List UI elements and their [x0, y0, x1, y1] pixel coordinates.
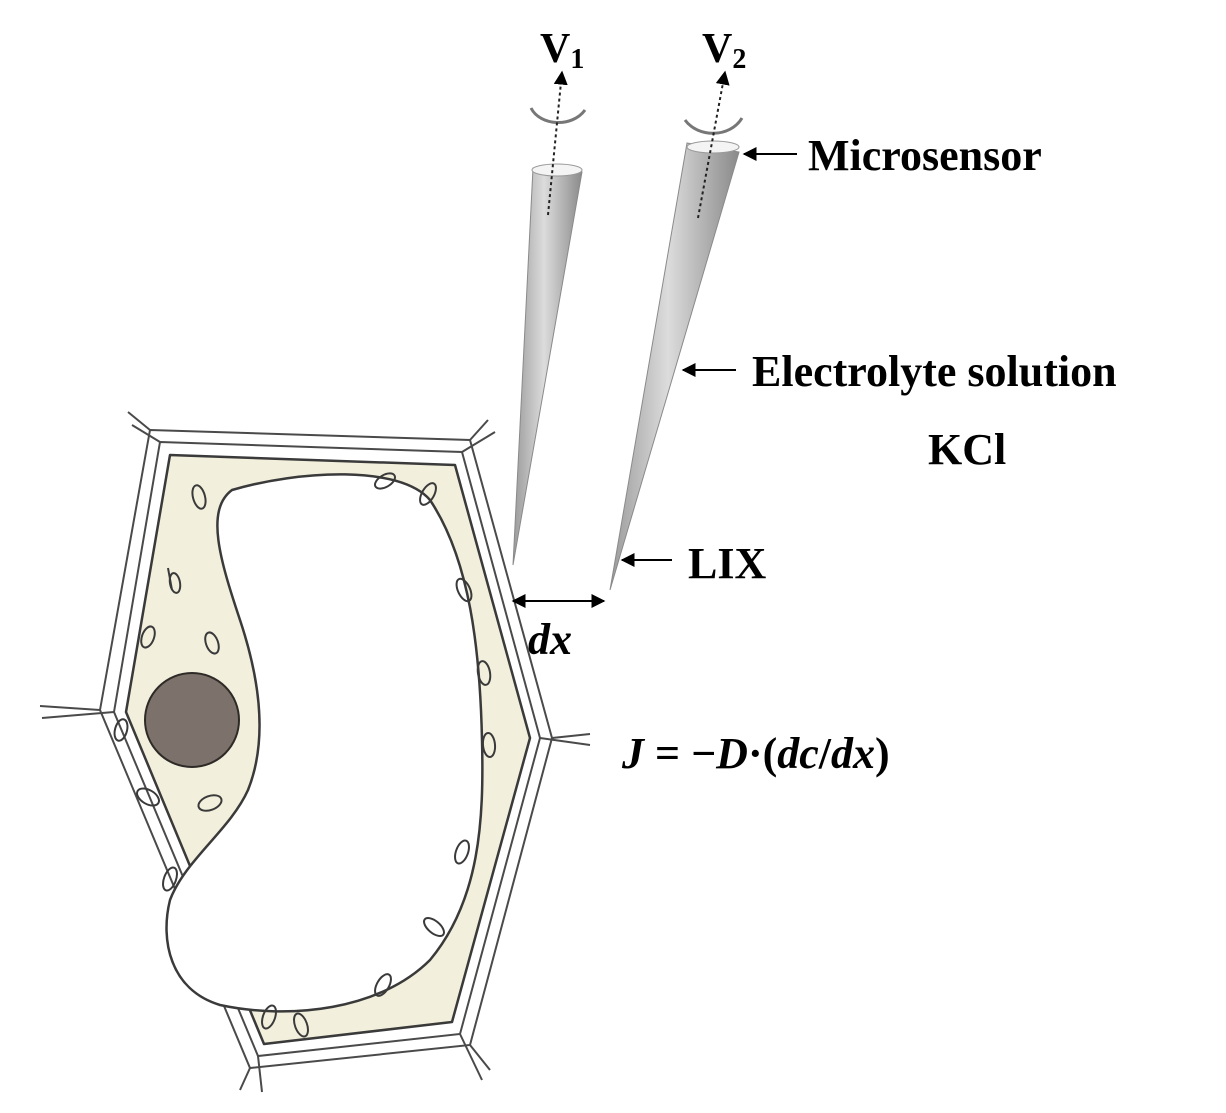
wall-junctions	[39, 411, 591, 1093]
v1-label: V1	[540, 26, 585, 75]
electrode-2-top	[686, 140, 740, 154]
dx-label: dx	[528, 615, 572, 664]
eq-dx: dx	[831, 729, 876, 778]
electrode-2-holder	[683, 117, 744, 135]
lix-label: LIX	[688, 539, 767, 588]
flux-equation: J = −D·(dc/dx)	[622, 732, 890, 776]
chloroplasts	[113, 472, 497, 1038]
eq-dc: dc	[777, 729, 819, 778]
v2-label: V2	[702, 26, 747, 75]
kcl-label: KCl	[928, 425, 1007, 474]
microsensor-label: Microsensor	[808, 131, 1042, 180]
electrolyte-label: Electrolyte solution	[752, 347, 1117, 396]
electrode-2-body	[609, 142, 740, 591]
eq-J: J	[622, 729, 644, 778]
eq-D: D	[716, 729, 748, 778]
microsensor-2	[609, 70, 744, 591]
electrode-1-body	[512, 167, 583, 566]
microsensor-1	[512, 70, 587, 566]
eq-slash: /	[818, 729, 832, 778]
electrode-1-top	[531, 163, 583, 177]
eq-close: )	[875, 729, 890, 778]
nucleus	[144, 672, 240, 768]
vacuole	[165, 473, 484, 1013]
eq-equals: = −	[644, 729, 717, 778]
electrode-2-wire	[697, 70, 730, 219]
plant-cell	[39, 411, 591, 1093]
electrode-1-holder	[529, 107, 587, 124]
eq-dot-open: ·(	[747, 729, 778, 778]
